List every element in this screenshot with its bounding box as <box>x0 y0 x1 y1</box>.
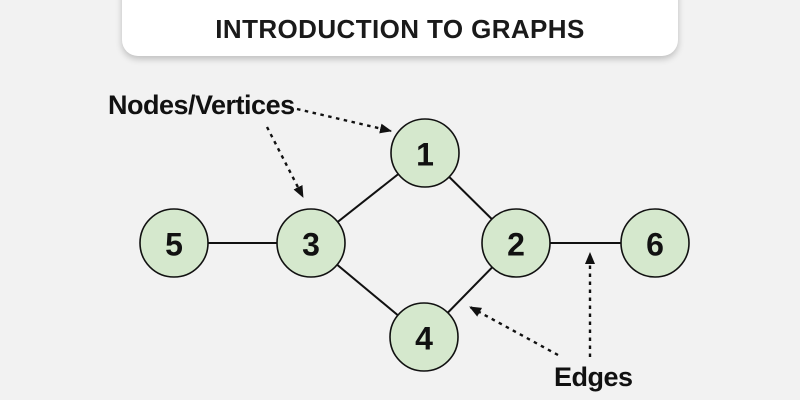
annotation-arrow-edges-label-to-edge-4-2 <box>469 305 559 357</box>
node-4-circle <box>389 302 459 372</box>
title-card: INTRODUCTION TO GRAPHS <box>122 0 678 56</box>
node-4: 4 <box>389 302 459 372</box>
node-3: 3 <box>276 208 346 278</box>
edges-label: Edges <box>554 362 633 392</box>
node-6: 6 <box>620 208 690 278</box>
node-4-label: 4 <box>415 320 433 356</box>
node-5-circle <box>139 208 209 278</box>
node-1: 1 <box>390 118 460 188</box>
node-3-label: 3 <box>302 226 320 262</box>
node-1-circle <box>390 118 460 188</box>
node-2-circle <box>481 208 551 278</box>
node-6-label: 6 <box>646 226 664 262</box>
node-3-circle <box>276 208 346 278</box>
page-title: INTRODUCTION TO GRAPHS <box>215 13 585 44</box>
node-6-circle <box>620 208 690 278</box>
node-1-label: 1 <box>416 136 434 172</box>
node-5-label: 5 <box>165 226 183 262</box>
annotation-arrow-nodes-label-to-node-1 <box>296 107 392 134</box>
node-2: 2 <box>481 208 551 278</box>
nodes-vertices-label: Nodes/Vertices <box>108 90 295 120</box>
node-5: 5 <box>139 208 209 278</box>
node-2-label: 2 <box>507 226 525 262</box>
annotation-arrow-nodes-label-to-node-3 <box>265 126 305 198</box>
